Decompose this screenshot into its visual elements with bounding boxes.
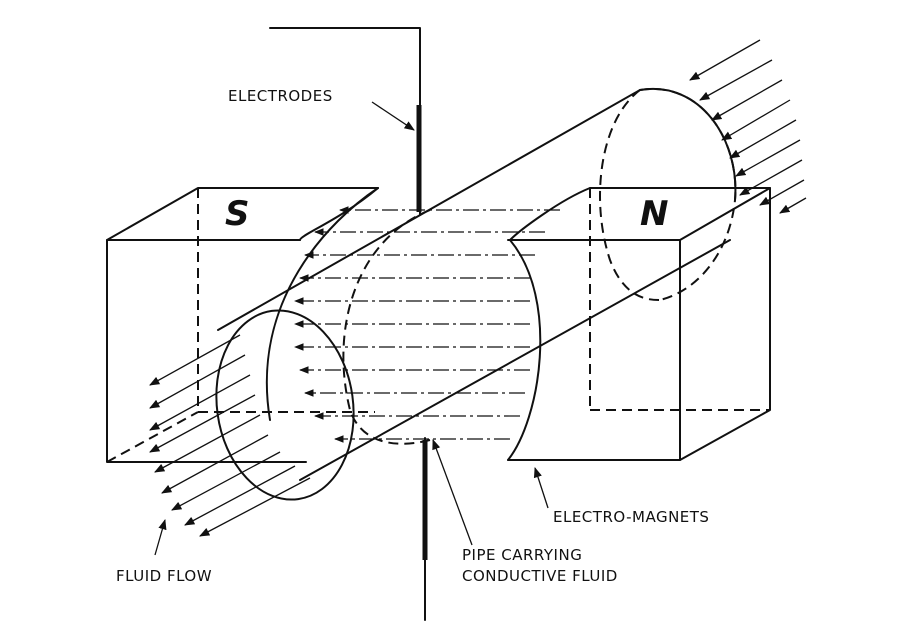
south-pole-label: S — [225, 194, 250, 234]
fluid-flow-label: FLUID FLOW — [116, 567, 212, 585]
north-pole-label: N — [640, 194, 668, 234]
pipe-label-line1: PIPE CARRYING — [462, 546, 582, 564]
outgoing-flow-arrows — [149, 334, 311, 537]
label-pointers — [154, 101, 549, 556]
top-electrode-wire — [269, 27, 421, 216]
electro-magnets-label: ELECTRO-MAGNETS — [553, 508, 709, 526]
north-magnet — [507, 187, 771, 461]
pipe-label-line2: CONDUCTIVE FLUID — [462, 567, 618, 585]
electrode-wires — [269, 27, 428, 621]
electrodes-label: ELECTRODES — [228, 87, 333, 105]
incoming-flow-arrows — [689, 39, 807, 214]
magnetic-field-lines — [294, 206, 560, 443]
